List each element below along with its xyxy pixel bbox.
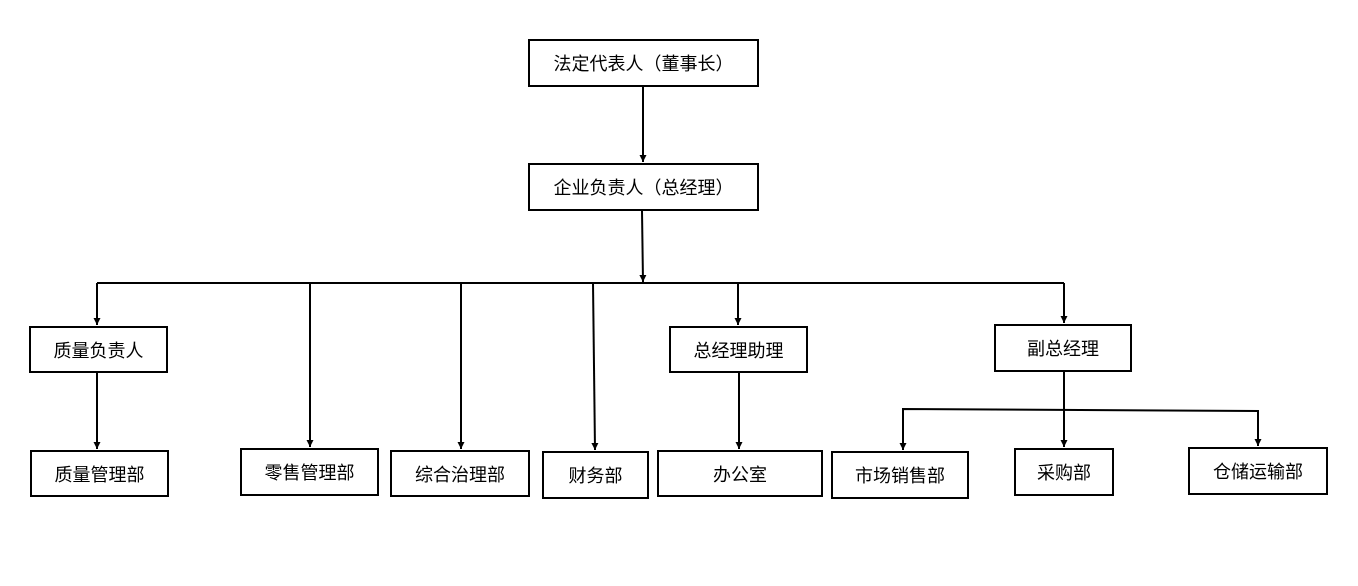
edge-gm-to-bus [639,210,647,283]
node-retail-dept: 零售管理部 [240,448,379,496]
node-purchase-dept: 采购部 [1014,448,1114,496]
node-quality-head: 质量负责人 [29,326,168,373]
node-quality-dept: 质量管理部 [30,450,169,497]
edge-bus-to-finance-dept [591,282,599,451]
node-logistics-dept: 仓储运输部 [1188,447,1328,495]
node-general-dept: 综合治理部 [390,450,530,497]
node-gm-assistant: 总经理助理 [669,326,808,373]
node-deputy-gm: 副总经理 [994,324,1132,372]
node-marketing-dept: 市场销售部 [831,451,969,499]
node-finance-dept: 财务部 [542,451,649,499]
node-chairman: 法定代表人（董事长） [528,39,759,87]
edge-deputy-gm-sub-bus [899,407,1262,450]
node-office: 办公室 [657,450,823,497]
node-general-manager: 企业负责人（总经理） [528,163,759,211]
